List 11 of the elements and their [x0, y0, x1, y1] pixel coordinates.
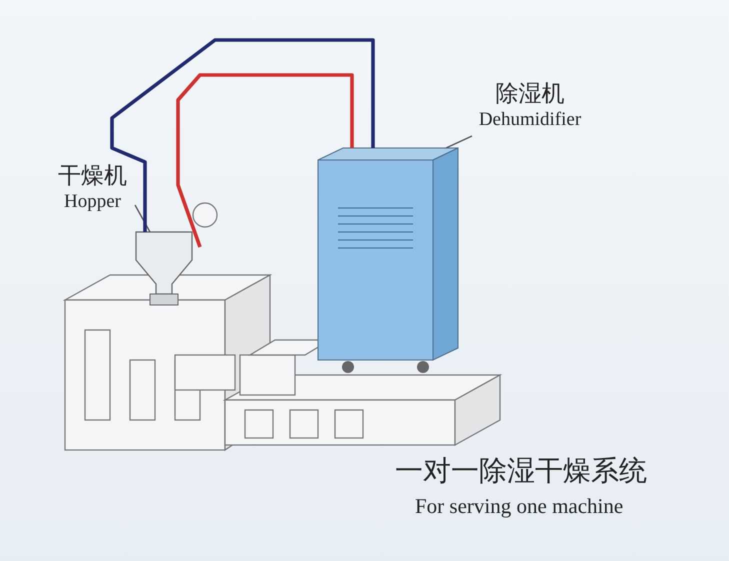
- callout-label: 除湿机: [494, 80, 566, 109]
- callout-label: 干燥机: [57, 162, 128, 191]
- dehumidifier-drawing: [318, 148, 458, 373]
- pipe: [110, 38, 375, 232]
- leader-line: [446, 135, 472, 149]
- callout-label-english: Hopper: [63, 191, 122, 213]
- callout-label-english: Dehumidifier: [478, 109, 582, 131]
- caption-text-english: For serving one machine: [415, 494, 624, 519]
- pipe: [176, 73, 354, 248]
- caption-text: 一对一除湿干燥系统: [395, 453, 647, 489]
- leader-line: [134, 204, 151, 232]
